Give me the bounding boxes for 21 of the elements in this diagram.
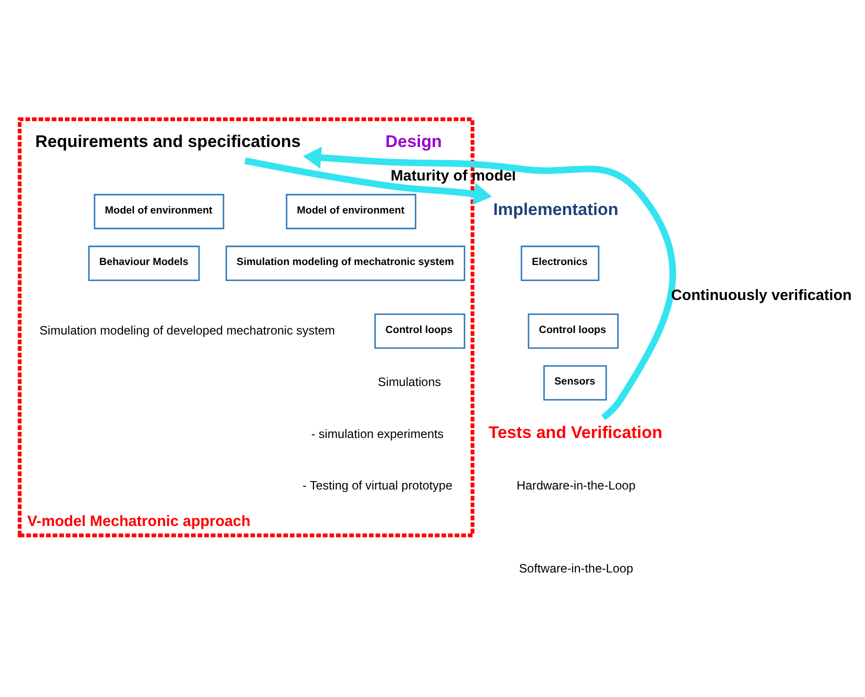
- edge-label: Maturity of model: [390, 166, 516, 184]
- node-box: Simulation modeling of mechatronic system: [226, 245, 466, 280]
- node-text: Requirements and specifications: [35, 131, 301, 150]
- label: Design: [385, 131, 442, 150]
- node-box: Behaviour Models: [88, 245, 200, 280]
- label: - Testing of virtual prototype: [302, 478, 452, 492]
- arrow: [244, 157, 492, 204]
- node-box: Model of environment: [286, 193, 416, 229]
- label: - simulation experiments: [311, 426, 444, 440]
- label: Software-in-the-Loop: [519, 560, 634, 575]
- node-box: Electronics: [520, 245, 600, 280]
- label: Simulation modeling of developed mechatronic system: [40, 322, 335, 337]
- node-text: Tests and Verification: [488, 422, 662, 442]
- node-box: Model of environment: [94, 193, 224, 229]
- node-box: Control loops: [528, 312, 619, 348]
- node-text: Implementation: [493, 199, 618, 218]
- arrow: [303, 146, 676, 420]
- label: Simulations: [378, 374, 442, 389]
- node-box: Control loops: [374, 312, 466, 348]
- node-box: Sensors: [543, 364, 607, 400]
- label: Hardware-in-the-Loop: [516, 478, 636, 492]
